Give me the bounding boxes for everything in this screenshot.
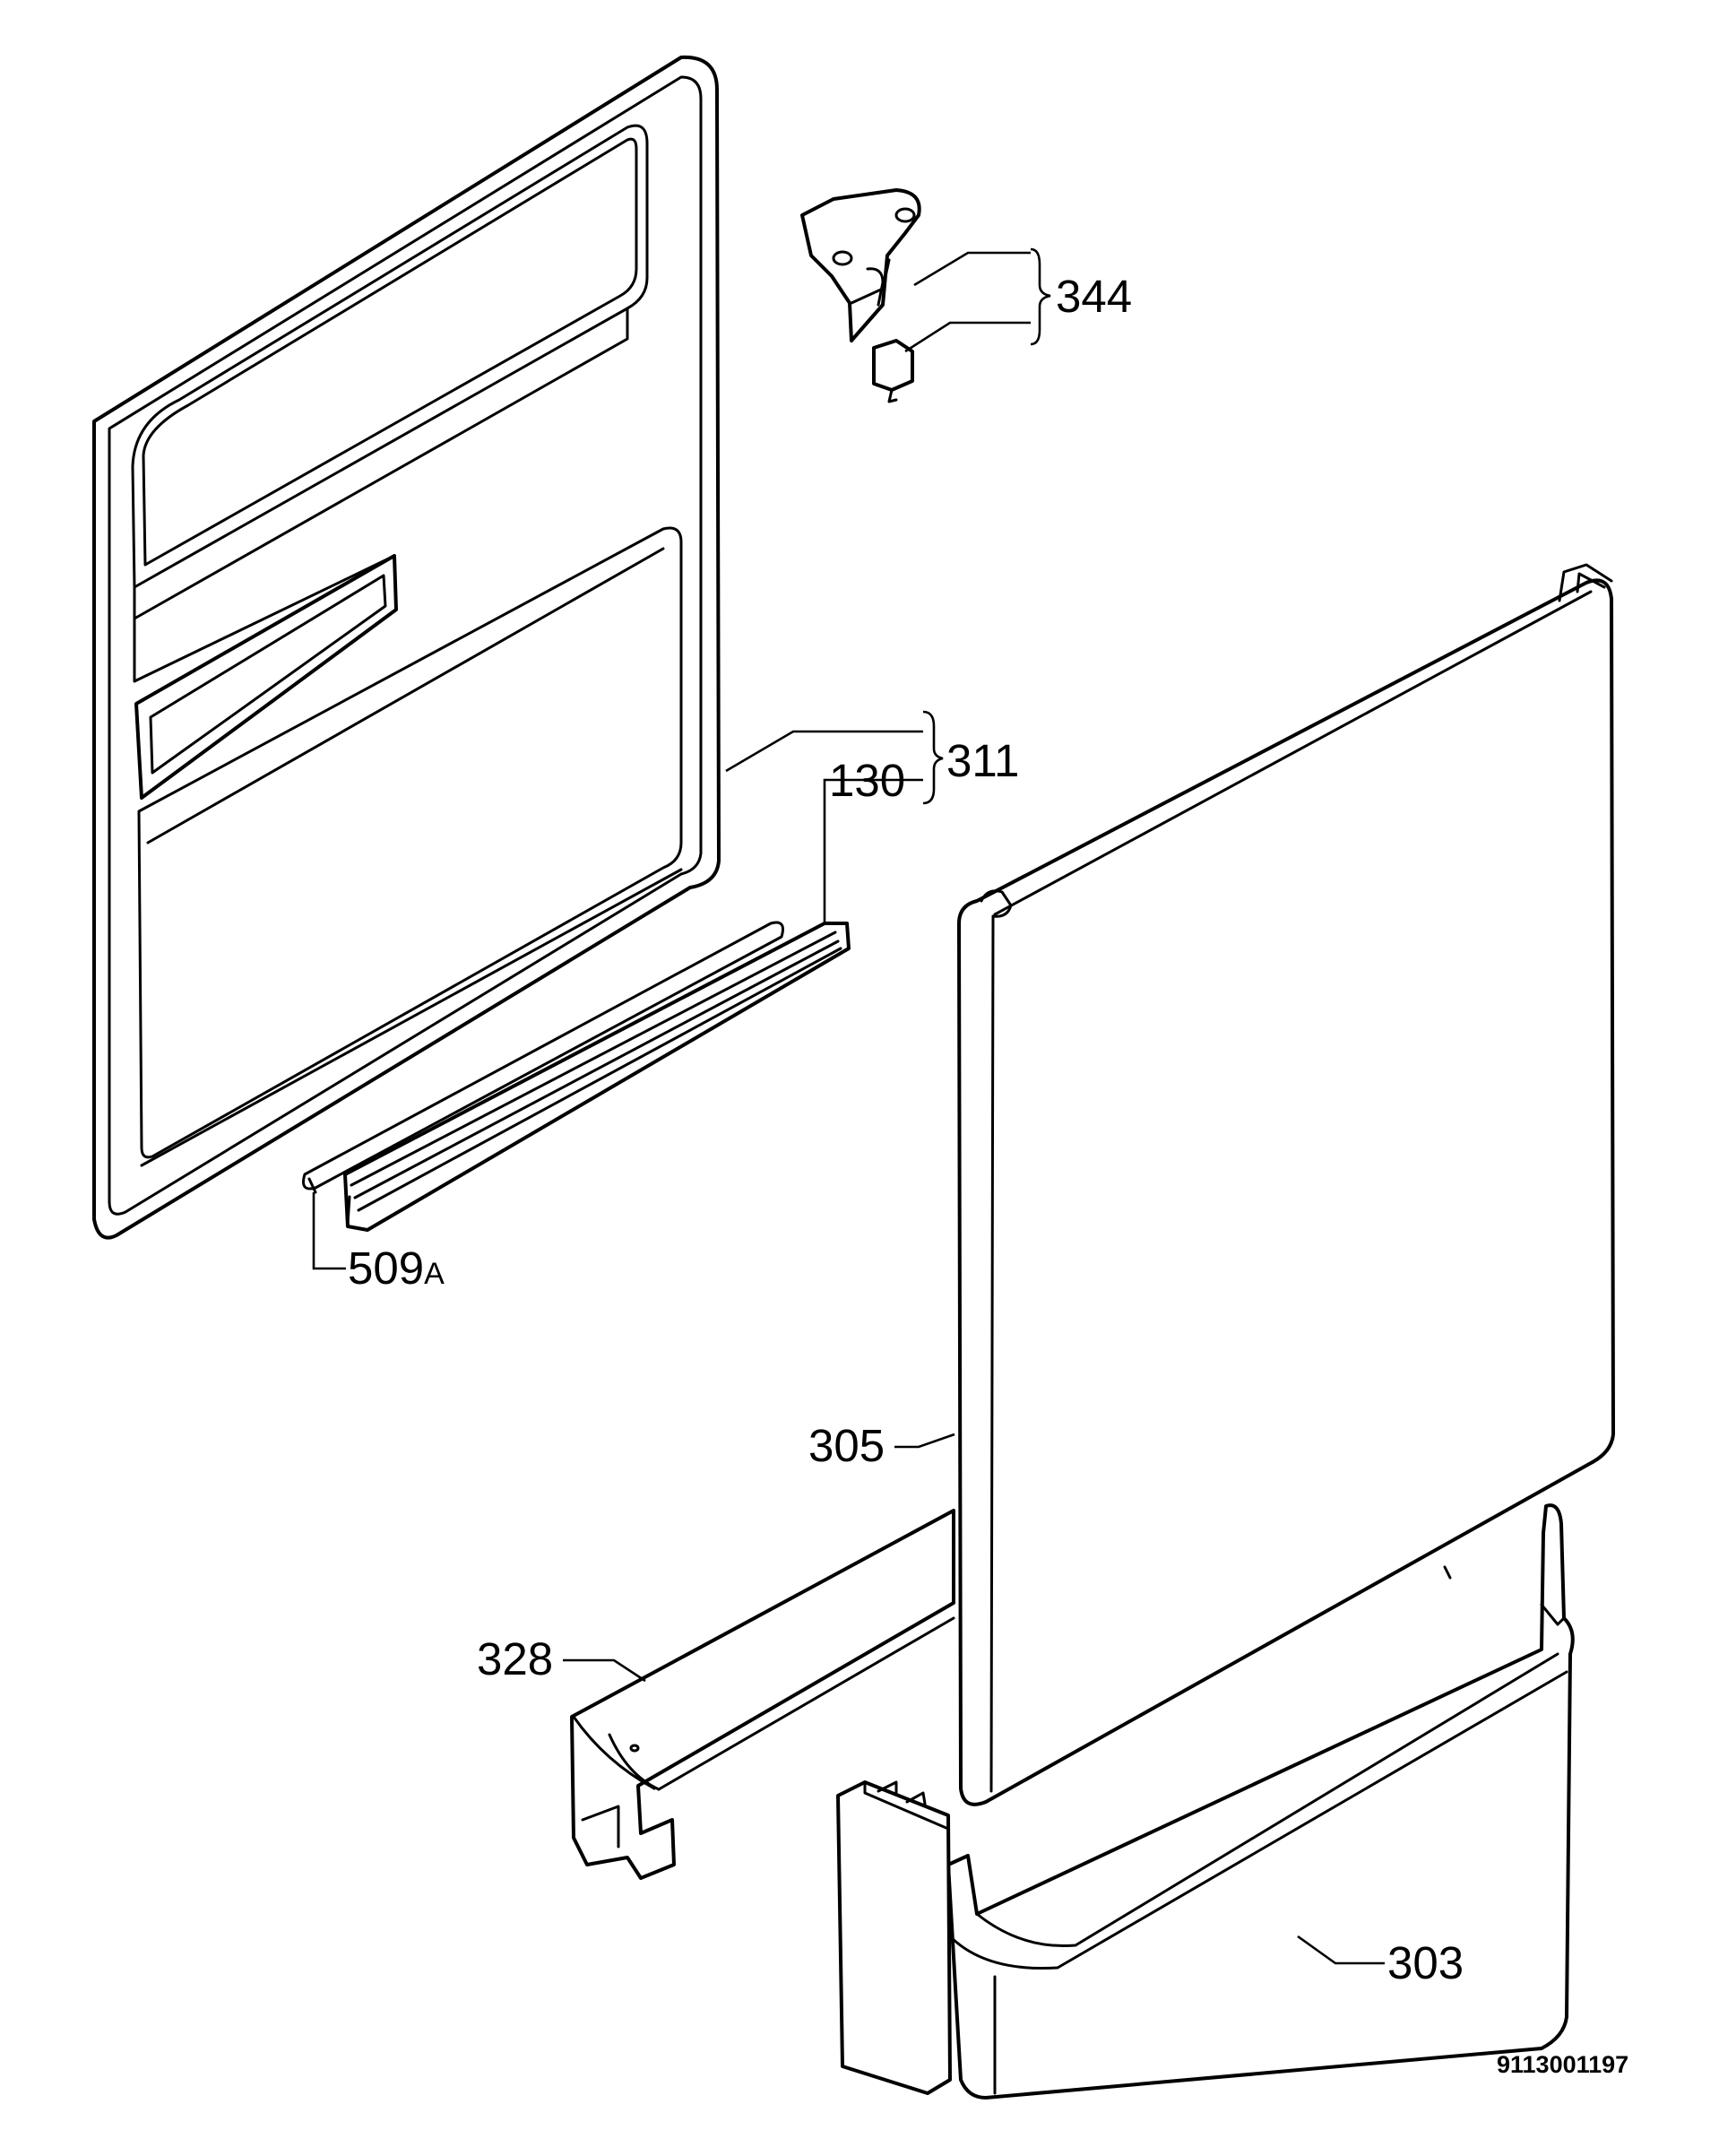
label-509a-suffix: A xyxy=(424,1257,445,1291)
label-328: 328 xyxy=(477,1633,553,1684)
label-130: 130 xyxy=(829,755,905,806)
label-509a: 509A xyxy=(348,1243,445,1294)
label-311-leader xyxy=(725,710,944,923)
door-lock-assembly xyxy=(800,188,921,403)
label-305: 305 xyxy=(808,1420,885,1471)
plinth-kick-plate xyxy=(836,1503,1575,2100)
side-rail xyxy=(570,1509,955,1880)
label-328-leader xyxy=(563,1658,646,1683)
label-303-leader xyxy=(1297,1935,1385,1965)
label-305-leader xyxy=(894,1433,955,1449)
label-509a-number: 509 xyxy=(348,1243,424,1294)
inner-door-panel xyxy=(92,55,721,1240)
label-303: 303 xyxy=(1387,1937,1464,1988)
drawing-code: 9113001197 xyxy=(1497,2051,1628,2078)
label-344: 344 xyxy=(1056,271,1132,322)
label-344-leader xyxy=(904,247,1051,353)
label-509a-leader xyxy=(312,1192,346,1270)
outer-door-panel xyxy=(957,563,1615,1806)
door-rail-wire xyxy=(302,921,784,1194)
label-311: 311 xyxy=(946,735,1019,786)
